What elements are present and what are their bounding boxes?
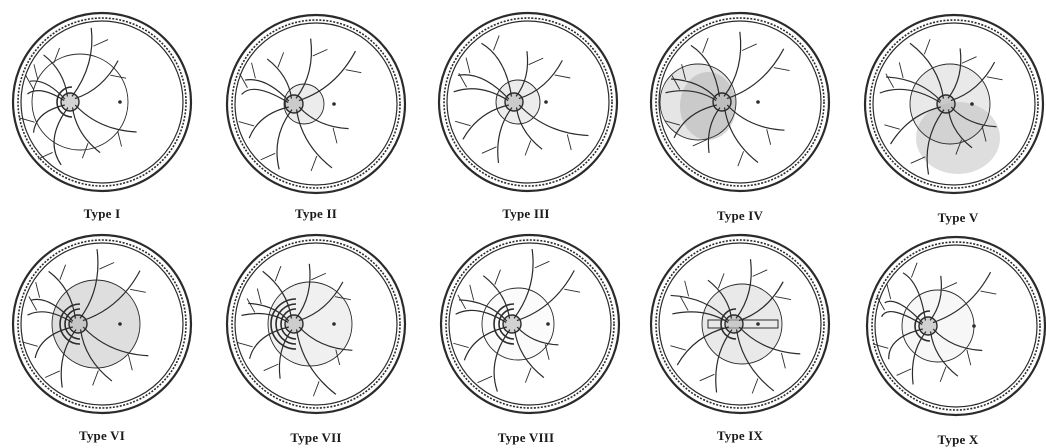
fovea-dot	[756, 100, 760, 104]
fundus-diagram-type-6	[2, 226, 202, 426]
fovea-dot	[546, 322, 550, 326]
retinal-vessel	[727, 49, 784, 99]
fundus-diagram-type-7	[216, 226, 416, 426]
fovea-dot	[332, 322, 336, 326]
optic-disc	[725, 315, 743, 333]
panel-caption: Type VIII	[426, 430, 626, 446]
optic-disc	[285, 95, 303, 113]
fundus-diagram-type-1	[2, 2, 202, 202]
fovea-dot	[332, 102, 336, 106]
fundus-panel-type-7: Type VII	[216, 226, 416, 446]
fundus-diagram-type-9	[640, 226, 840, 426]
fovea-dot	[756, 322, 760, 326]
optic-disc	[937, 95, 955, 113]
fundus-panel-type-2: Type II	[216, 2, 416, 222]
fundus-diagram-type-5	[858, 4, 1046, 204]
fundus-panel-type-3: Type III	[426, 2, 626, 222]
fundus-panel-type-1: Type I	[2, 2, 202, 222]
panel-caption: Type VII	[216, 430, 416, 446]
retinal-vessel	[249, 107, 289, 138]
panel-caption: Type IV	[640, 208, 840, 224]
fundus-panel-type-9: Type IX	[640, 226, 840, 446]
optic-disc	[919, 317, 937, 335]
panel-caption: Type III	[426, 206, 626, 222]
peripapillary-zone	[902, 290, 974, 362]
fovea-dot	[970, 102, 974, 106]
panel-caption: Type X	[858, 432, 1046, 448]
fundus-diagram-type-2	[216, 2, 416, 202]
fovea-dot	[118, 322, 122, 326]
fovea-dot	[118, 100, 122, 104]
fundus-panel-type-10: Type X	[858, 228, 1046, 448]
optic-disc	[61, 93, 79, 111]
fundus-panel-type-8: Type VIII	[426, 226, 626, 446]
optic-disc	[69, 315, 87, 333]
optic-disc	[503, 315, 521, 333]
fovea-dot	[544, 100, 548, 104]
retinal-vessel	[242, 89, 289, 102]
fundus-panel-type-5: Type V	[858, 4, 1046, 224]
panel-caption: Type VI	[2, 428, 202, 444]
panel-caption: Type II	[216, 206, 416, 222]
optic-disc	[505, 93, 523, 111]
panel-caption: Type IX	[640, 428, 840, 444]
fundus-diagram-type-3	[426, 2, 626, 202]
fundus-diagram-type-8	[426, 226, 626, 426]
panel-caption: Type V	[858, 210, 1046, 226]
fundus-diagram-type-4	[640, 2, 840, 202]
retinal-vessel	[245, 80, 289, 101]
optic-disc	[713, 93, 731, 111]
fovea-dot	[972, 324, 976, 328]
fundus-panel-type-4: Type IV	[640, 2, 840, 222]
panel-caption: Type I	[2, 206, 202, 222]
fundus-diagram-type-10	[858, 228, 1046, 428]
optic-disc	[285, 315, 303, 333]
fundus-panel-type-6: Type VI	[2, 226, 202, 446]
